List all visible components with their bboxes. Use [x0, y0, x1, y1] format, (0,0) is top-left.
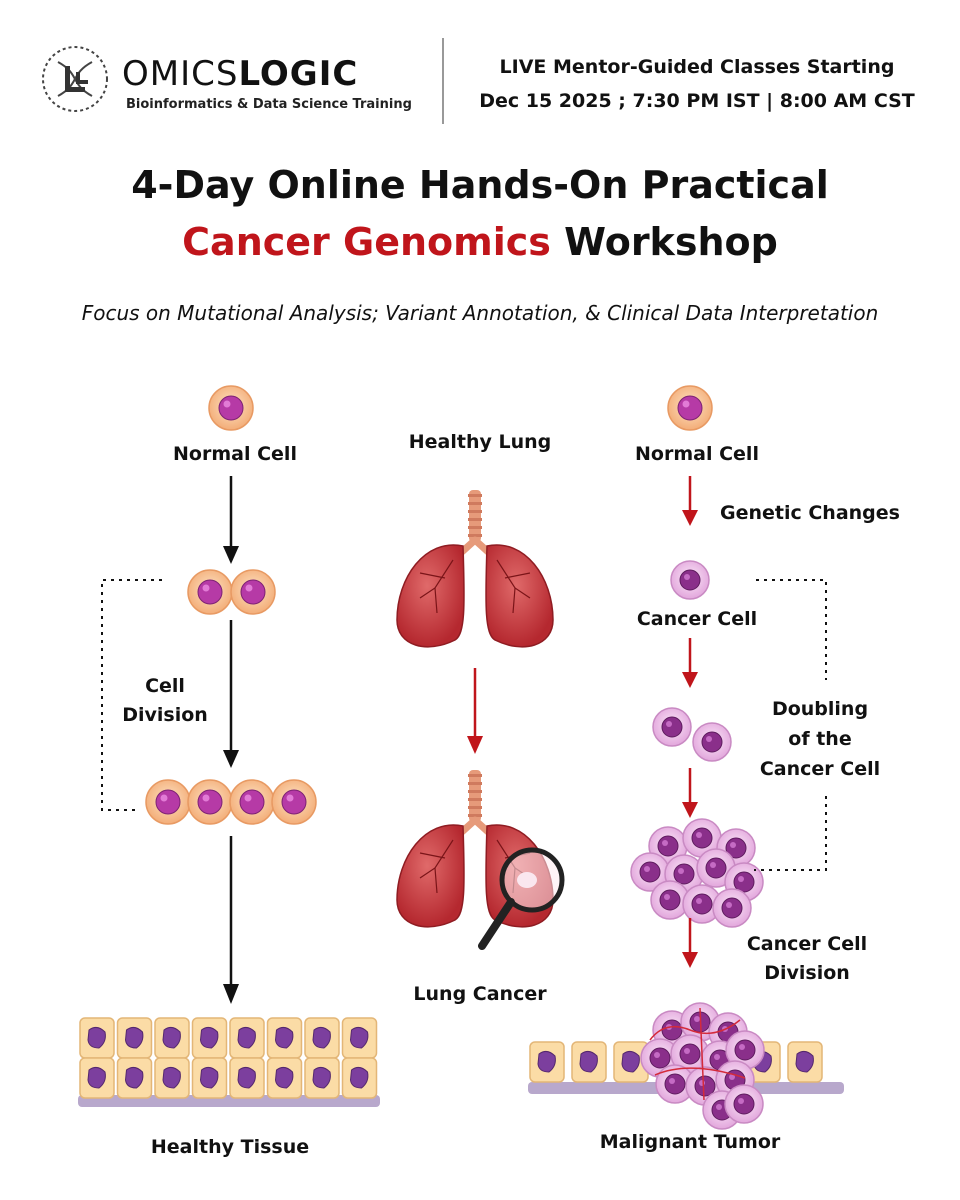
arrow-down-icon — [680, 916, 700, 970]
bracket-line — [754, 796, 827, 871]
tissue-cell — [116, 1057, 153, 1099]
right-step1-label: Genetic Changes — [720, 502, 900, 524]
tissue-cell — [266, 1017, 303, 1059]
arrow-down-icon — [680, 636, 700, 690]
tissue-cell — [304, 1057, 340, 1099]
cancer-cell-icon — [692, 722, 732, 762]
title-highlight: Cancer Genomics — [182, 220, 551, 264]
tissue-cell — [154, 1017, 190, 1059]
right-cancer-cell-label: Cancer Cell — [636, 608, 758, 630]
cell-icon — [187, 569, 233, 615]
tissue-cell — [116, 1017, 153, 1059]
magnifier-icon — [478, 847, 565, 950]
tissue-cell — [79, 1017, 115, 1059]
tissue-cell — [341, 1017, 378, 1059]
tissue-cell — [304, 1017, 340, 1059]
title-rest: Workshop — [550, 220, 778, 264]
right-column-graphics — [528, 385, 844, 1130]
page-title-line2: Cancer Genomics Workshop — [0, 220, 960, 264]
lung-icon — [397, 490, 553, 647]
tissue-cell — [191, 1017, 228, 1059]
center-bottom-label: Lung Cancer — [413, 983, 547, 1005]
center-top-label: Healthy Lung — [408, 431, 552, 453]
logo-word-omics: OMICS — [122, 54, 239, 94]
right-doubling-label-2: of the — [788, 728, 852, 750]
arrow-down-icon — [680, 474, 700, 528]
malignant-tumor-icon — [528, 1002, 844, 1130]
right-end-label: Malignant Tumor — [599, 1131, 781, 1153]
right-division-label-1: Cancer Cell — [746, 933, 868, 955]
cell-icon — [230, 569, 276, 615]
tissue-cell — [154, 1057, 190, 1099]
cell-icon — [187, 779, 233, 825]
cancer-cell-icon — [652, 707, 692, 747]
left-end-label: Healthy Tissue — [150, 1136, 310, 1158]
cell-icon — [229, 779, 275, 825]
header-divider — [442, 38, 444, 124]
left-start-label: Normal Cell — [173, 443, 297, 465]
normal-cell-icon — [208, 385, 254, 431]
dna-logo-icon — [42, 46, 108, 112]
right-start-label: Normal Cell — [635, 443, 759, 465]
tissue-cell — [266, 1057, 303, 1099]
logo-tagline: Bioinformatics & Data Science Training — [126, 97, 412, 112]
tissue-cell — [341, 1057, 378, 1099]
logo-word-logic: LOGIC — [238, 54, 359, 94]
subtitle: Focus on Mutational Analysis; Variant An… — [81, 301, 879, 325]
healthy-tissue-icon — [78, 1017, 380, 1107]
right-doubling-label-3: Cancer Cell — [759, 758, 881, 780]
center-column-graphics — [397, 490, 565, 950]
normal-cell-icon — [667, 385, 713, 431]
announcement-date: Dec 15 2025 ; 7:30 PM IST | 8:00 AM CST — [479, 90, 915, 112]
tissue-cell — [229, 1057, 265, 1099]
tissue-cell — [79, 1057, 115, 1099]
logo-wordmark: OMICSLOGIC — [122, 54, 358, 94]
page-title: 4-Day Online Hands-On Practical — [131, 163, 829, 207]
right-division-label-2: Division — [764, 962, 850, 984]
tissue-cell — [229, 1017, 265, 1059]
cancer-cell-cluster — [630, 818, 764, 928]
left-division-label-1: Cell — [145, 675, 185, 697]
bracket-line — [756, 579, 827, 680]
cancer-cell-icon — [670, 560, 710, 600]
cell-icon — [145, 779, 191, 825]
announcement-line: LIVE Mentor-Guided Classes Starting — [499, 56, 895, 78]
left-column-graphics — [78, 385, 380, 1107]
tissue-cell — [191, 1057, 228, 1099]
right-doubling-label-1: Doubling — [771, 698, 869, 720]
left-division-label-2: Division — [122, 704, 208, 726]
arrow-down-icon — [680, 766, 700, 820]
cell-icon — [271, 779, 317, 825]
